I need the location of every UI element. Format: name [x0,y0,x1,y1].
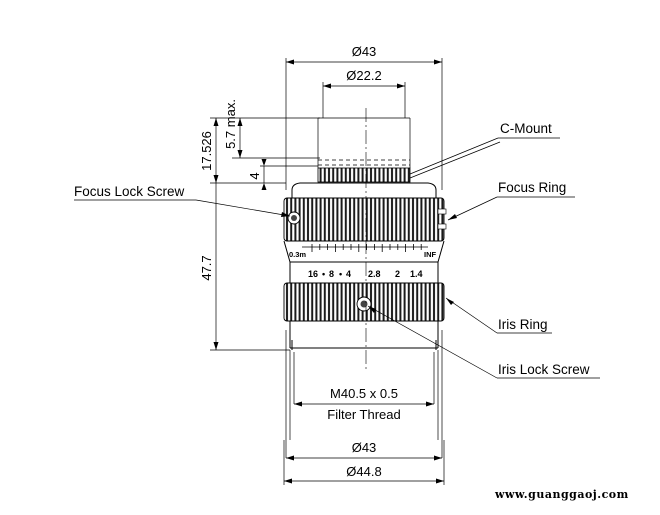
focus-scale-far: INF [424,250,437,259]
focus-scale-near: 0.3m [289,250,306,259]
dim-mount-diameter: Ø22.2 [346,68,381,83]
callout-iris-ring: Iris Ring [498,317,548,332]
dim-filter-thread-label: Filter Thread [327,407,400,422]
focus-scale-ticks [311,244,422,252]
lens-body: 0.3m INF 16 • 8 • 4 2.8 2 1.4 [283,117,447,440]
iris-value: 4 [346,269,351,279]
dim-filter-thread: M40.5 x 0.5 [330,386,398,401]
iris-value: 16 [308,269,318,279]
iris-value: 2.8 [368,269,381,279]
dim-top-diameter: Ø43 [352,44,377,59]
iris-scale: 16 • 8 • 4 2.8 2 1.4 [289,262,439,284]
focus-ring [283,197,447,242]
callout-c-mount: C-Mount [500,121,552,136]
iris-value: • [322,269,325,279]
dim-mount-height: 4 [247,172,262,179]
dim-front-diameter: Ø43 [352,440,377,455]
c-mount-thread [317,117,411,183]
focus-scale: 0.3m INF [283,240,445,263]
dim-max-protrusion: 5.7 max. [223,99,238,149]
dimension-lines [210,58,445,485]
callout-leaders [74,137,600,379]
watermark: www.guanggaoj.com [494,488,629,501]
dim-flange-distance: 17.526 [199,131,214,171]
iris-ring [283,282,445,322]
iris-value: 1.4 [410,269,423,279]
callout-iris-lock-screw: Iris Lock Screw [498,362,590,377]
iris-value: • [339,269,342,279]
front-barrel [289,321,439,440]
callout-focus-lock-screw: Focus Lock Screw [74,184,185,199]
dim-body-length: 47.7 [199,255,214,280]
iris-value: 8 [329,269,334,279]
iris-value: 2 [395,269,400,279]
callout-focus-ring: Focus Ring [498,180,566,195]
dim-max-diameter: Ø44.8 [346,464,381,479]
